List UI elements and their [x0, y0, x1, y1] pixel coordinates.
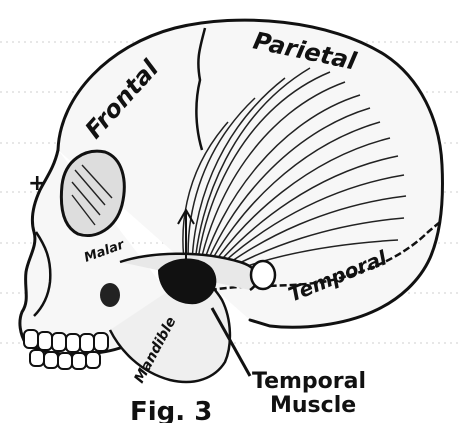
label-temporal-muscle-line2: Muscle: [270, 393, 356, 418]
malar-process-dark: [100, 283, 120, 307]
teeth: [24, 330, 108, 369]
label-temporal-muscle-line1: Temporal: [252, 369, 366, 394]
marker-plus: +: [28, 171, 46, 196]
figure-caption: Fig. 3: [130, 397, 212, 423]
ear-opening: [251, 261, 275, 289]
